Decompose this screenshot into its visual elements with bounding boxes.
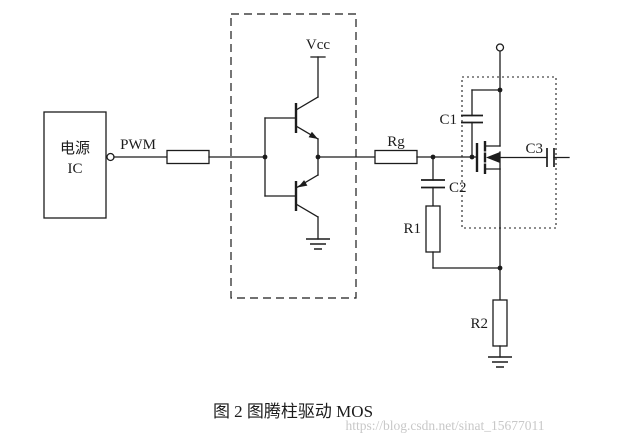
totem-pole-dashed-box [230, 13, 357, 299]
power-ic-label-line2: IC [68, 161, 83, 177]
rg-resistor [374, 149, 418, 165]
r2-resistor [492, 299, 508, 347]
npn-emitter-arrow [308, 131, 318, 139]
npn-transistor-top [294, 96, 319, 140]
figure-caption: 图 2 图腾柱驱动 MOS [213, 402, 373, 421]
drain-branch [495, 43, 505, 147]
c1-label: C1 [439, 112, 457, 128]
c3-label: C3 [525, 141, 543, 157]
mosfet-dotted-box [461, 76, 557, 229]
power-ic-box [43, 111, 107, 219]
totem-pole-stage: Vcc [230, 13, 357, 299]
drain-terminal [495, 43, 505, 52]
c1-capacitor [461, 114, 483, 124]
c3-capacitor [546, 148, 555, 167]
rg-label: Rg [387, 134, 405, 150]
mosfet-group: C1 [439, 76, 570, 229]
pwm-label: PWM [120, 137, 156, 153]
power-ic: 电源 IC [43, 111, 115, 219]
mosfet [475, 141, 501, 174]
pnp-emitter-arrow [298, 180, 308, 188]
c2-capacitor [421, 179, 445, 189]
c2-r1-branch: C2 R1 [403, 156, 503, 271]
r1-label: R1 [403, 221, 421, 237]
ground-symbol-r2 [488, 356, 512, 368]
pnp-transistor-bottom [294, 174, 319, 218]
junction-dot [262, 154, 268, 160]
r2-label: R2 [470, 316, 488, 332]
mosfet-body-arrow [486, 152, 500, 163]
pwm-output-terminal [106, 152, 115, 162]
source-r2-branch: R2 [470, 168, 512, 368]
r1-resistor [425, 205, 441, 253]
pwm-input-branch: PWM [113, 137, 266, 165]
c3-branch: C3 [499, 141, 570, 167]
vcc-label: Vcc [306, 37, 330, 53]
npn-collector [295, 96, 319, 111]
pnp-collector [295, 203, 319, 218]
power-ic-label: 电源 [60, 140, 90, 157]
c1-branch: C1 [439, 87, 503, 158]
gate-resistor-branch: Rg [317, 134, 478, 165]
c2-label: C2 [449, 180, 467, 196]
ground-symbol-totem [306, 238, 330, 250]
input-resistor [166, 149, 210, 165]
watermark-text: https://blog.csdn.net/sinat_15677011 [346, 418, 545, 433]
